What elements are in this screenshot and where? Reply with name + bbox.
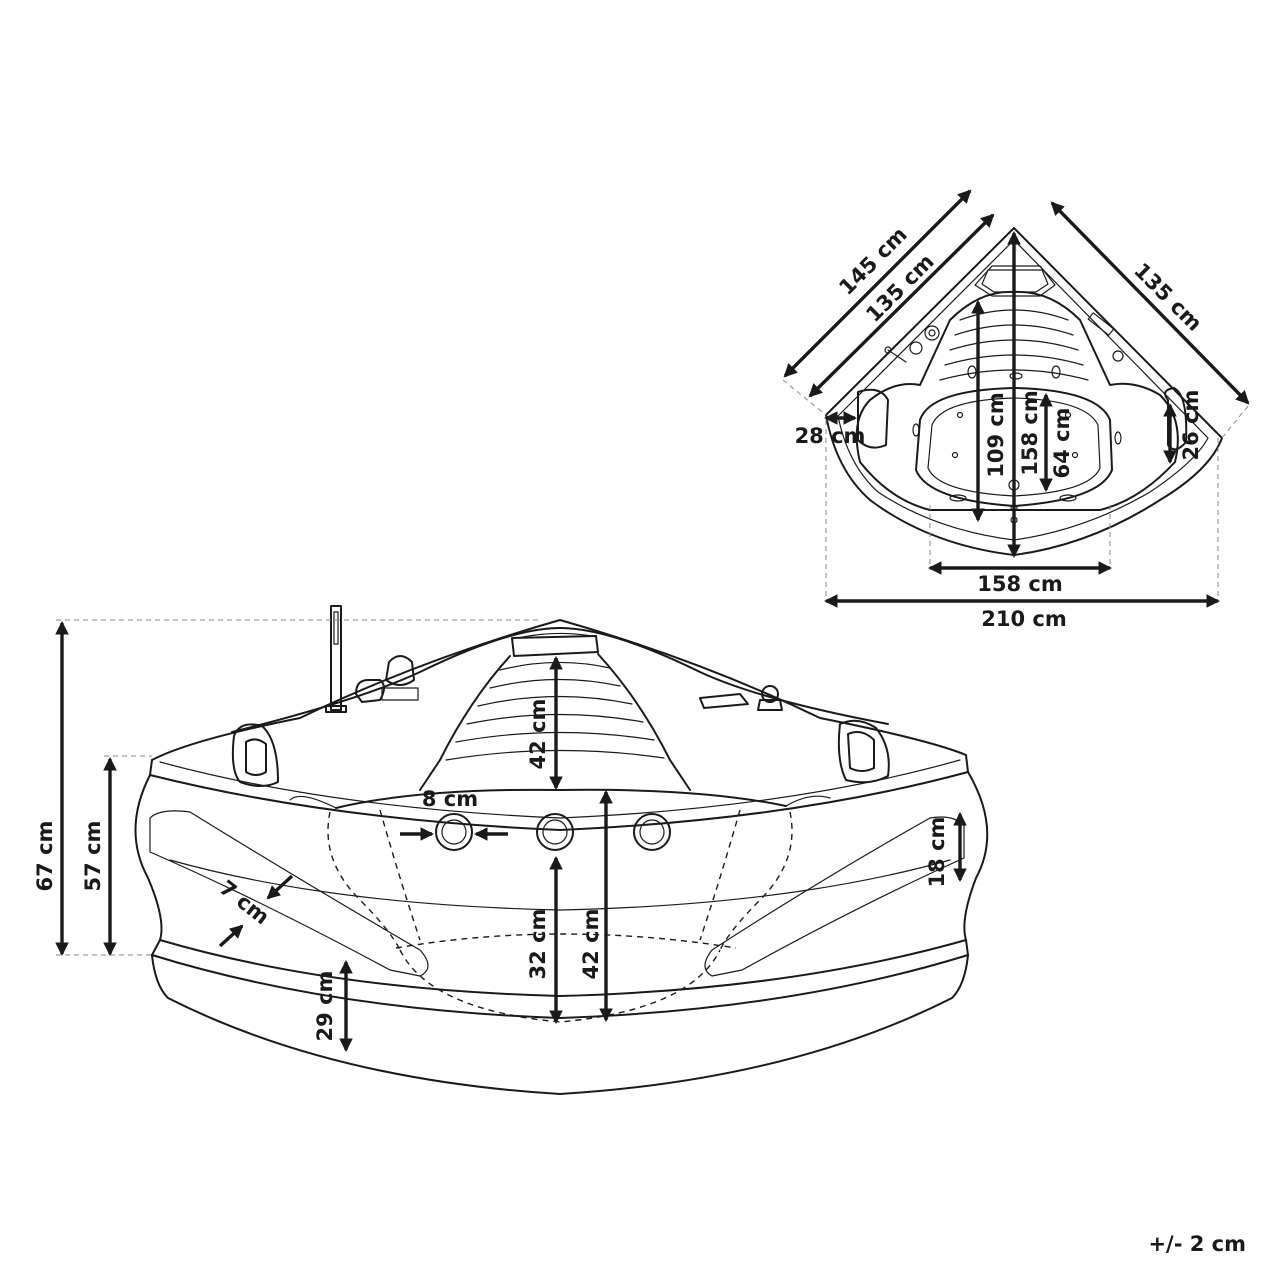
label-diag-135-right: 135 cm — [1129, 258, 1206, 335]
label-width-64: 64 cm — [1050, 408, 1074, 479]
label-panel-7: 7 cm — [215, 876, 274, 930]
top-view-dimension-arrows — [783, 189, 1250, 608]
tolerance-note: +/- 2 cm — [1148, 1232, 1246, 1256]
label-width-210: 210 cm — [981, 607, 1066, 631]
label-depth-158: 158 cm — [1018, 390, 1042, 475]
label-depth-109: 109 cm — [984, 392, 1008, 477]
label-inner-42: 42 cm — [579, 909, 603, 980]
label-width-158: 158 cm — [977, 572, 1062, 596]
label-armrest-26: 26 cm — [1179, 390, 1203, 461]
top-view-guides — [782, 379, 1249, 600]
label-plinth-29: 29 cm — [313, 971, 337, 1042]
label-inner-32: 32 cm — [526, 909, 550, 980]
label-jet-8: 8 cm — [422, 787, 478, 811]
front-view-drawing — [134, 605, 989, 1095]
front-view-dimension-arrows — [55, 620, 967, 1053]
label-height-57: 57 cm — [81, 821, 105, 892]
label-backrest-42: 42 cm — [526, 699, 550, 770]
label-height-67: 67 cm — [33, 821, 57, 892]
label-side-18: 18 cm — [925, 817, 949, 888]
label-seat-28: 28 cm — [795, 424, 866, 448]
